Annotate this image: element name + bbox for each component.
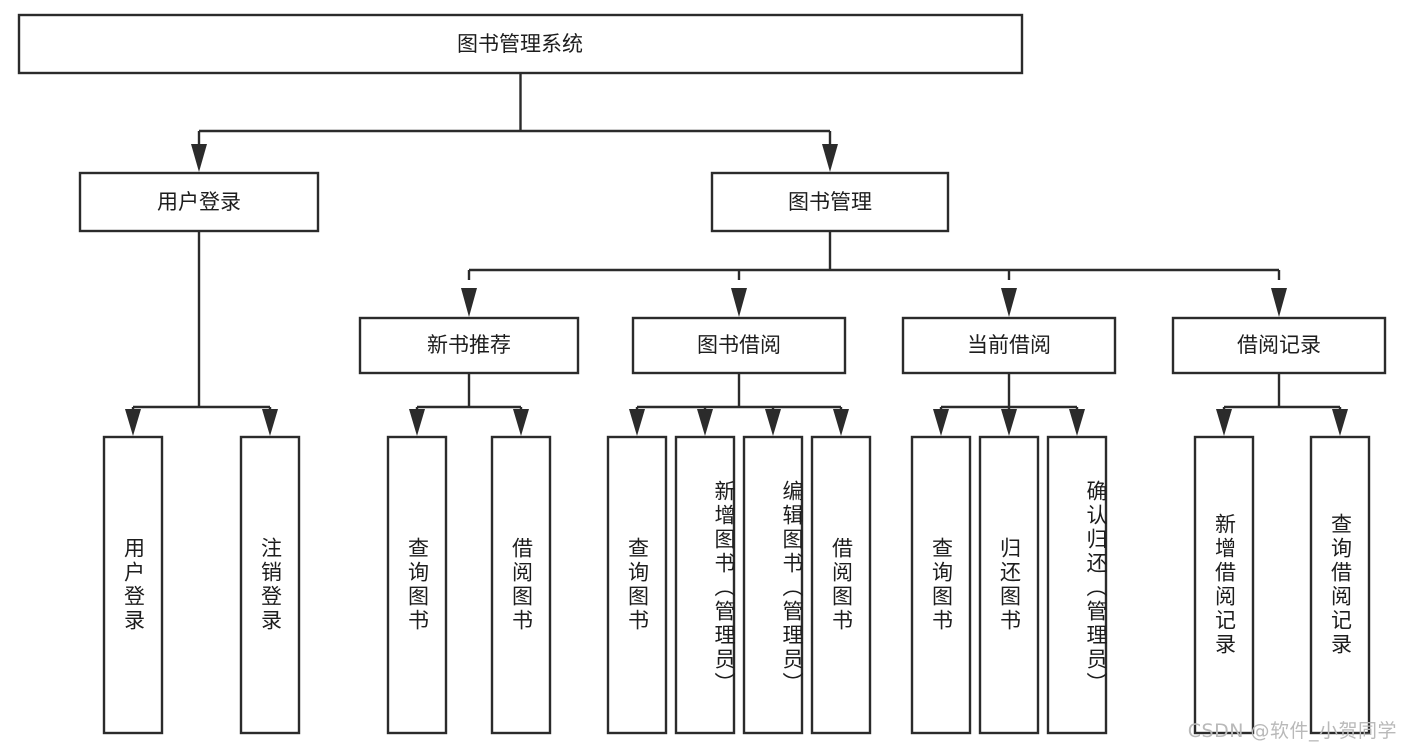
arrow-root-to-login: [191, 144, 207, 172]
arrow-borrow-leaf1: [629, 409, 645, 436]
node-borrow-records[interactable]: [1171, 316, 1387, 375]
node-leaf-query-book-3[interactable]: [910, 435, 972, 735]
arrow-records-leaf1: [1216, 409, 1232, 436]
arrow-current-leaf1: [933, 409, 949, 436]
node-leaf-borrow-book-2[interactable]: [810, 435, 872, 735]
node-leaf-add-borrow-record[interactable]: [1193, 435, 1255, 735]
arrow-borrow-leaf2: [697, 409, 713, 436]
node-leaf-borrow-book-1[interactable]: [490, 435, 552, 735]
node-book-borrow[interactable]: [631, 316, 847, 375]
arrow-bm-to-borrow: [731, 288, 747, 317]
node-leaf-return-book-label: 归还图书: [997, 537, 1022, 633]
arrow-newbook-leaf2: [513, 409, 529, 436]
node-leaf-edit-book-admin-label: 编辑图书（管理员）: [780, 480, 804, 696]
node-root-system-label: 图书管理系统: [457, 32, 583, 56]
arrow-borrow-leaf3: [765, 409, 781, 436]
node-leaf-edit-book-admin[interactable]: [742, 435, 804, 735]
node-book-borrow-label: 图书借阅: [697, 333, 781, 357]
node-leaf-logout[interactable]: [239, 435, 301, 735]
arrow-current-leaf2: [1001, 409, 1017, 436]
node-leaf-borrow-book-2-label: 借阅图书: [829, 537, 854, 633]
arrow-bm-to-records: [1271, 288, 1287, 317]
node-leaf-user-login[interactable]: [102, 435, 164, 735]
node-current-borrow[interactable]: [901, 316, 1117, 375]
node-leaf-logout-label: 注销登录: [258, 537, 283, 633]
node-leaf-user-login-label: 用户登录: [121, 537, 146, 633]
node-root-system[interactable]: [17, 13, 1024, 75]
node-leaf-add-borrow-record-label: 新增借阅记录: [1212, 513, 1237, 657]
node-leaf-query-book-2-label: 查询图书: [625, 537, 650, 633]
node-book-management[interactable]: [710, 171, 950, 233]
node-leaf-query-borrow-record-label: 查询借阅记录: [1328, 513, 1353, 657]
arrow-bm-to-current: [1001, 288, 1017, 317]
watermark-text: CSDN @软件_小贺同学: [1187, 720, 1397, 742]
node-leaf-query-book-2[interactable]: [606, 435, 668, 735]
node-leaf-return-book[interactable]: [978, 435, 1040, 735]
node-leaf-query-book-1[interactable]: [386, 435, 448, 735]
node-layer: 图书管理系统 用户登录 图书管理 新书推荐 图书借阅 当前借阅 借阅记录: [17, 13, 1387, 735]
arrow-current-leaf3: [1069, 409, 1085, 436]
arrow-borrow-leaf4: [833, 409, 849, 436]
arrow-login-leaf2: [262, 409, 278, 436]
node-leaf-query-book-1-label: 查询图书: [405, 537, 430, 633]
node-user-login[interactable]: [78, 171, 320, 233]
node-leaf-add-book-admin[interactable]: [674, 435, 736, 735]
node-leaf-query-book-3-label: 查询图书: [929, 537, 954, 633]
node-current-borrow-label: 当前借阅: [967, 333, 1051, 357]
node-user-login-label: 用户登录: [157, 190, 241, 214]
arrow-newbook-leaf1: [409, 409, 425, 436]
arrow-records-leaf2: [1332, 409, 1348, 436]
node-new-book-recommend[interactable]: [358, 316, 580, 375]
node-leaf-confirm-return-admin-label: 确认归还（管理员）: [1084, 480, 1108, 696]
arrow-login-leaf1: [125, 409, 141, 436]
node-new-book-recommend-label: 新书推荐: [427, 333, 511, 357]
node-leaf-add-book-admin-label: 新增图书（管理员）: [712, 480, 736, 696]
node-book-management-label: 图书管理: [788, 190, 872, 214]
node-leaf-query-borrow-record[interactable]: [1309, 435, 1371, 735]
node-borrow-records-label: 借阅记录: [1237, 333, 1321, 357]
node-leaf-confirm-return-admin[interactable]: [1046, 435, 1108, 735]
arrow-bm-to-newbook: [461, 288, 477, 317]
connector-layer: [125, 73, 1348, 436]
node-leaf-borrow-book-1-label: 借阅图书: [509, 537, 534, 633]
arrow-root-to-bookmgmt: [822, 144, 838, 172]
